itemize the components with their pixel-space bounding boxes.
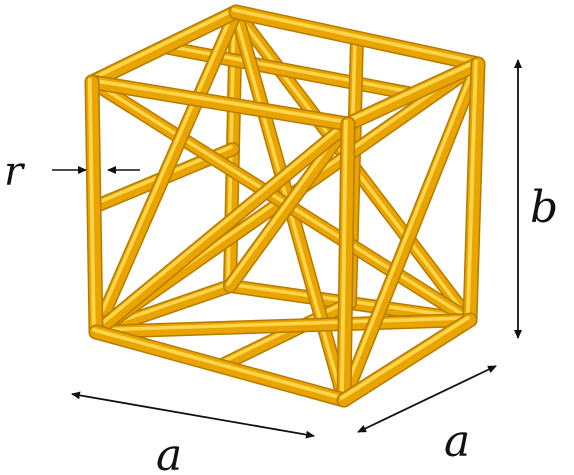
strut-top-left [84,4,244,90]
strut-top-right [340,56,486,132]
side-width-arrow [357,365,497,433]
strut-top-front [84,74,356,132]
front-width-dimension: a [71,391,315,475]
strut-front-right-vertical [336,116,356,408]
strut-front-face-diagonal [89,117,355,339]
strut-top-back [228,4,486,72]
strut-body-diagonal-3 [85,75,477,327]
side-width-label: a [444,416,470,467]
strut-bottom-face-diagonal [89,313,477,339]
strut-front-left-vertical [84,74,104,340]
strut-right-face-diagonal [337,57,485,407]
side-width-dimension: a [357,365,497,467]
front-width-arrow [71,391,315,439]
strut-left-face-diagonal [89,5,243,339]
height-dimension: b [514,59,558,339]
strut-bottom-front [88,324,352,408]
front-width-label: a [156,430,182,475]
strut-top-mid-bar [157,40,420,101]
lattice-front-struts [84,4,486,408]
radius-label: r [4,149,26,195]
strut-back-right-vertical [462,56,486,328]
height-label: b [530,182,558,233]
radius-indicator: r [4,149,140,195]
